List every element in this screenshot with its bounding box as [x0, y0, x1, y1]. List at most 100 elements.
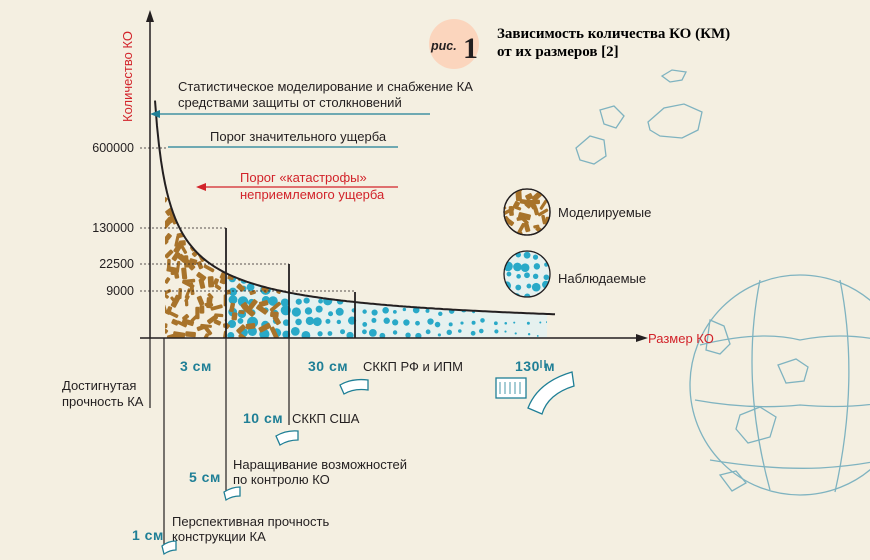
observed-particle [416, 256, 420, 260]
observed-particle [527, 333, 531, 336]
modeled-particle [236, 324, 247, 334]
observed-particle [417, 299, 422, 304]
modeled-particle [173, 271, 180, 279]
modeled-particle [165, 304, 168, 314]
legend-observed-particle [515, 284, 522, 291]
observed-particle [450, 300, 455, 305]
modeled-particle [216, 242, 225, 249]
modeled-particle [260, 224, 272, 233]
observed-particle [427, 318, 434, 325]
observed-particle [327, 331, 333, 336]
radar-1cm-icon [161, 540, 177, 556]
modeled-particle [239, 239, 247, 250]
modeled-particle [180, 201, 187, 215]
modeled-particle [221, 198, 226, 204]
observed-particle [281, 244, 288, 251]
modeled-particle [170, 296, 178, 305]
modeled-particle [239, 261, 248, 275]
modeled-particle [165, 195, 168, 203]
observed-particle [395, 286, 401, 293]
modeled-particle [165, 249, 174, 259]
observed-particle [280, 298, 290, 307]
modeled-particle [274, 261, 281, 271]
modeled-particle [276, 283, 285, 290]
observed-particle [504, 321, 508, 325]
modeled-particle [203, 333, 209, 338]
observed-particle [402, 307, 407, 312]
modeled-particle [250, 239, 257, 243]
observed-particle [348, 262, 355, 269]
observed-particle [316, 231, 324, 239]
modeled-particle [181, 318, 195, 327]
observed-particle [426, 297, 432, 303]
observed-particle [295, 298, 302, 305]
observed-particle [360, 253, 366, 259]
observed-particle [535, 245, 538, 248]
modeled-particle [220, 178, 231, 182]
modeled-particle [189, 154, 195, 163]
radar-us-icon [275, 430, 299, 446]
observed-particle [415, 320, 420, 326]
modeled-particle [169, 183, 179, 186]
modeled-particle [269, 159, 277, 166]
observed-particle [449, 233, 455, 239]
observed-particle [348, 255, 353, 260]
legend-observed-particle [543, 274, 550, 281]
observed-particle [371, 295, 379, 303]
observed-particle [328, 311, 334, 317]
radar-icons [161, 371, 575, 556]
modeled-particle [203, 325, 213, 336]
modeled-particle [169, 188, 181, 196]
observed-particle [359, 286, 367, 294]
modeled-particle [204, 207, 215, 218]
observed-particle [313, 241, 321, 249]
observed-particle [383, 317, 390, 324]
observed-particle [404, 298, 409, 303]
observed-particle [325, 318, 331, 324]
marker-5cm: 5 см [189, 469, 221, 485]
modeled-particle [226, 289, 231, 297]
badge-prefix: рис. [430, 39, 457, 53]
observed-particle [339, 251, 346, 258]
observed-particle [371, 309, 378, 316]
modeled-particle [214, 161, 224, 172]
modeled-particle [201, 196, 207, 205]
observed-particle [481, 289, 486, 293]
observed-particle [504, 308, 507, 311]
legend-observed-particle [513, 262, 522, 272]
observed-particle [312, 274, 322, 284]
observed-particle [482, 242, 486, 246]
observed-particle [492, 299, 495, 302]
observed-particle [514, 332, 517, 335]
observed-particle [502, 289, 506, 293]
observed-particle [493, 321, 498, 326]
observed-particle [282, 319, 290, 326]
modeled-particle [236, 204, 244, 211]
modeled-particle [281, 233, 289, 243]
modeled-particle [165, 291, 169, 299]
observed-particle [312, 317, 322, 327]
observed-particle [324, 230, 331, 237]
modeled-particle [238, 162, 243, 169]
achieved-line2: прочность КА [62, 394, 144, 409]
antenna-arc-icon [527, 371, 575, 415]
observed-particle [547, 244, 550, 247]
observed-particle [260, 263, 268, 271]
modeled-particle [223, 194, 226, 206]
modeled-particle [255, 304, 268, 315]
observed-particle [515, 234, 519, 238]
modeled-particle [269, 241, 279, 252]
modeled-particle [269, 301, 282, 312]
modeled-particle [242, 152, 253, 159]
observed-particle [370, 273, 378, 281]
modeled-particle [276, 276, 286, 283]
modeled-particle [278, 258, 288, 269]
observed-particle [458, 274, 465, 280]
modeled-particle [269, 222, 277, 227]
observed-particle [252, 255, 258, 261]
observed-particle [392, 330, 398, 335]
modeled-particle [211, 244, 216, 252]
observed-particle [350, 229, 356, 235]
modeled-particle [203, 264, 215, 273]
modeled-particle [211, 151, 224, 157]
